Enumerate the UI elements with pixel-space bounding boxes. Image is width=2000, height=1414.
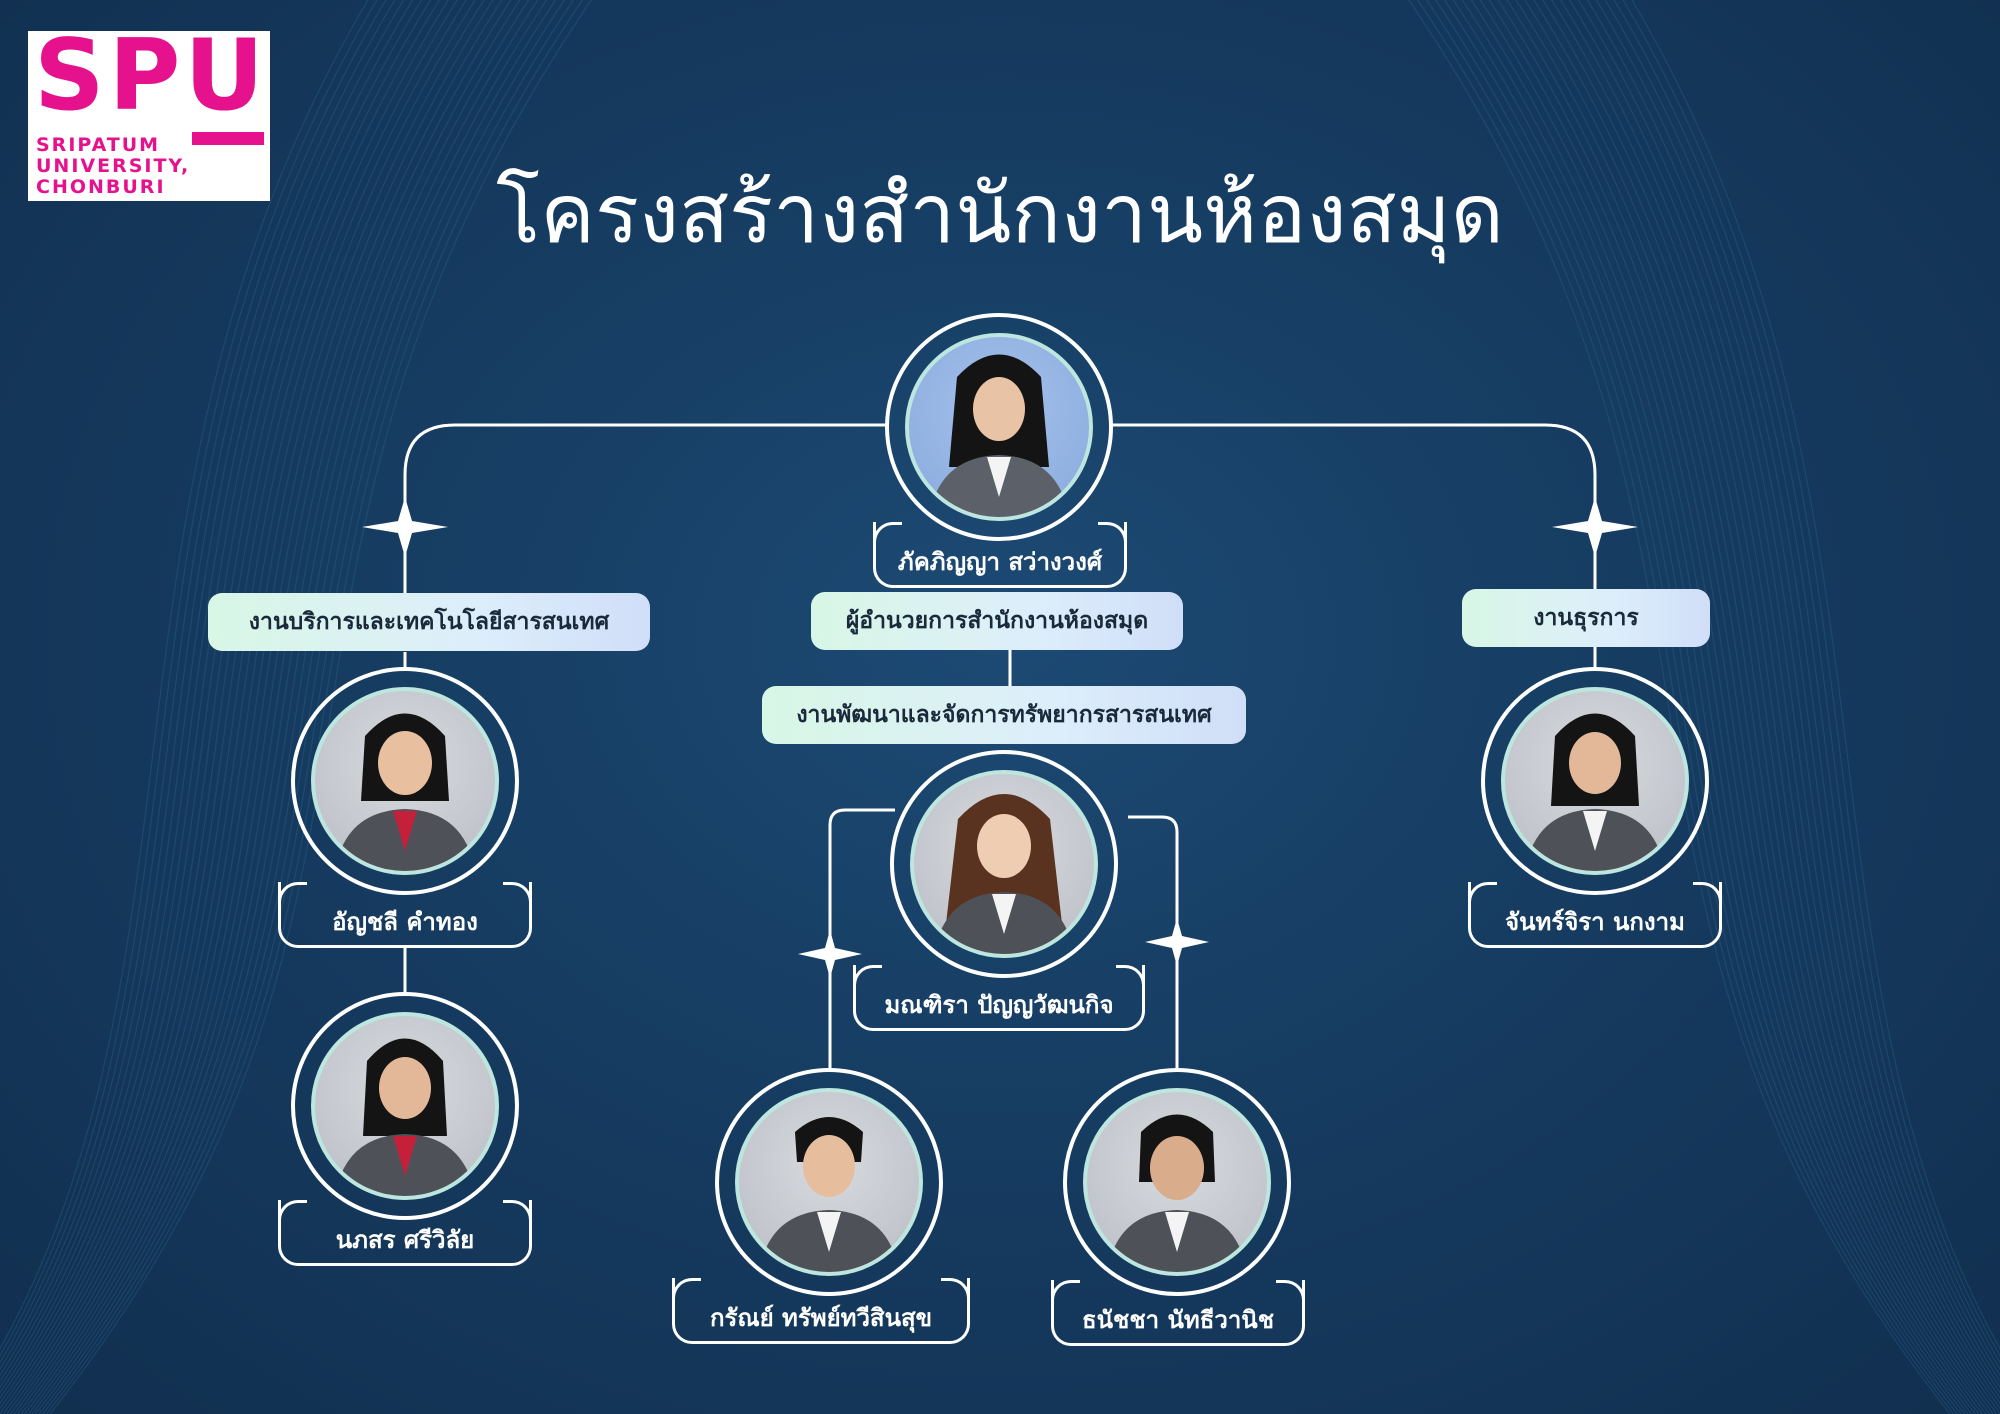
photo-frame-resources-1 [715, 1068, 943, 1296]
logo-line-1: SRIPATUM [36, 134, 161, 156]
dept-label-director: ผู้อำนวยการสำนักงานห้องสมุด [811, 592, 1183, 650]
person-name-it-2: นภสร ศรีวิลัย [335, 1226, 475, 1254]
sparkle-res-right [1145, 918, 1209, 966]
portrait-resources-head [910, 770, 1098, 958]
name-box-resources-1: กรัณย์ ทรัพย์ทวีสินสุข [672, 1278, 970, 1344]
connector-top-right [1112, 423, 1597, 590]
connector-res-right [1128, 815, 1179, 1070]
sparkle-right [1552, 497, 1638, 557]
portrait-it-1 [311, 687, 499, 875]
photo-frame-resources-2 [1063, 1068, 1291, 1296]
dept-label-admin: งานธุรการ [1462, 589, 1710, 647]
name-box-director: ภัคภิญญา สว่างวงศ์ [873, 522, 1127, 588]
photo-frame-it-2 [291, 992, 519, 1220]
photo-frame-admin-1 [1481, 667, 1709, 895]
sparkle-res-left [798, 930, 862, 978]
photo-frame-director [885, 313, 1113, 541]
person-name-resources-head: มณฑิรา ปัญญวัฒนกิจ [884, 991, 1114, 1019]
person-name-director: ภัคภิญญา สว่างวงศ์ [897, 548, 1103, 576]
portrait-admin-1 [1501, 687, 1689, 875]
person-name-resources-1: กรัณย์ ทรัพย์ทวีสินสุข [709, 1304, 933, 1332]
portrait-resources-2 [1083, 1088, 1271, 1276]
logo-line-3: CHONBURI [36, 176, 166, 198]
name-box-admin-1: จันทร์จิรา นกงาม [1468, 882, 1722, 948]
logo-subtitle: SRIPATUM UNIVERSITY, CHONBURI [36, 135, 190, 198]
name-box-resources-2: ธนัชชา นัทธีวานิช [1051, 1280, 1305, 1346]
university-logo: SPU SRIPATUM UNIVERSITY, CHONBURI [28, 27, 270, 201]
portrait-director [905, 333, 1093, 521]
portrait-it-2 [311, 1012, 499, 1200]
person-name-admin-1: จันทร์จิรา นกงาม [1505, 908, 1685, 936]
photo-frame-it-1 [291, 667, 519, 895]
name-box-resources-head: มณฑิรา ปัญญวัฒนกิจ [853, 965, 1145, 1031]
page-title: โครงสร้างสำนักงานห้องสมุด [496, 169, 1504, 260]
logo-mark: SPU [34, 19, 268, 133]
name-box-it-1: อัญชลี คำทอง [278, 882, 532, 948]
person-name-it-1: อัญชลี คำทอง [332, 908, 478, 936]
logo-bar [192, 132, 264, 145]
sparkle-group [362, 497, 1638, 978]
portrait-resources-1 [735, 1088, 923, 1276]
connector-top-left [403, 423, 886, 595]
connector-res-left [828, 808, 895, 1068]
sparkle-left [362, 497, 448, 557]
photo-frame-resources-head [890, 750, 1118, 978]
dept-label-resources: งานพัฒนาและจัดการทรัพยากรสารสนเทศ [762, 686, 1246, 744]
person-name-resources-2: ธนัชชา นัทธีวานิช [1082, 1306, 1274, 1334]
dept-label-it-services: งานบริการและเทคโนโลยีสารสนเทศ [208, 593, 650, 651]
logo-line-2: UNIVERSITY, [36, 155, 191, 177]
name-box-it-2: นภสร ศรีวิลัย [278, 1200, 532, 1266]
